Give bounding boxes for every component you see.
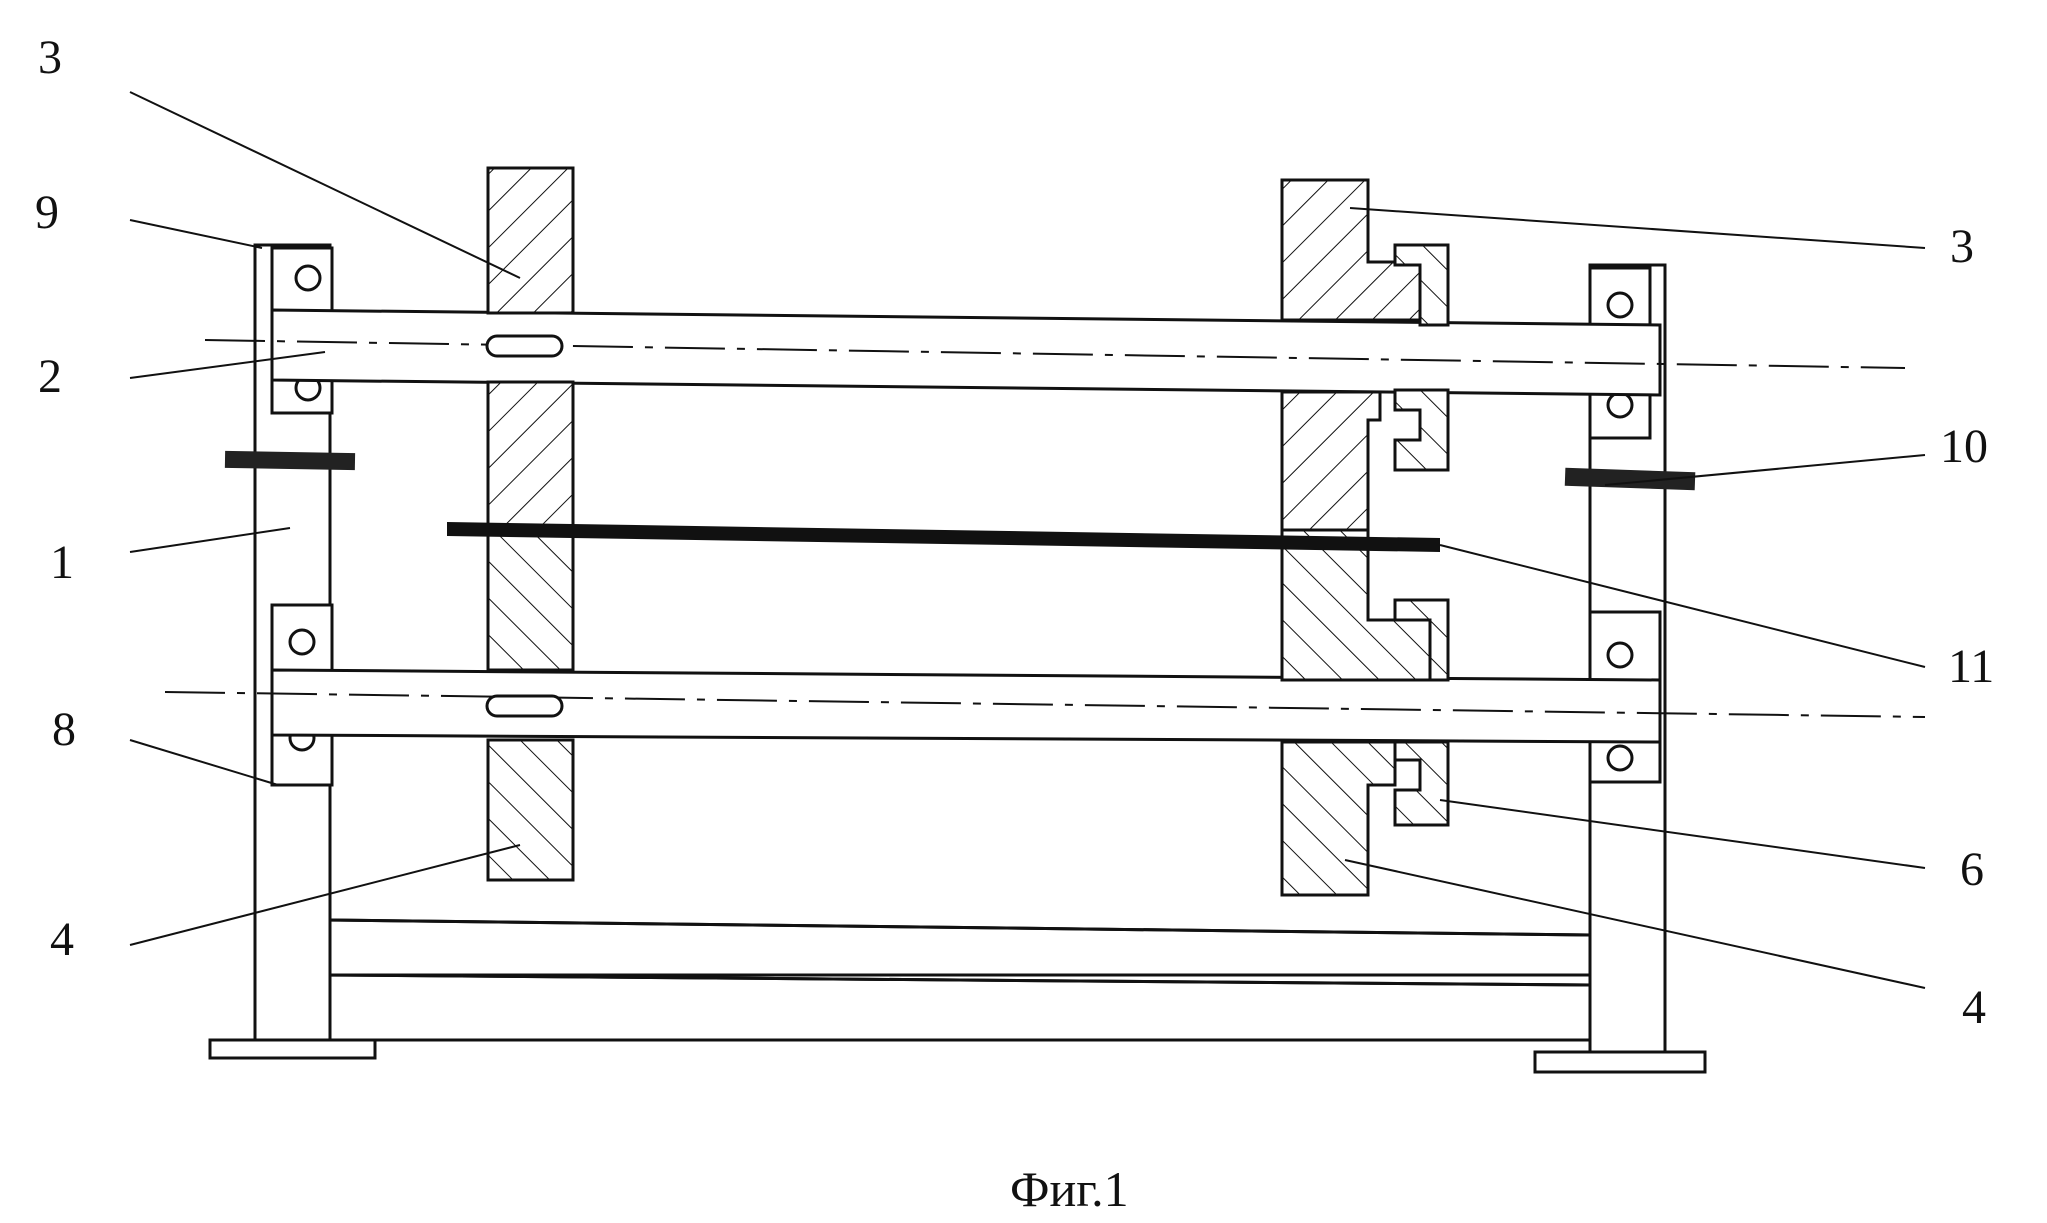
label-6: 6: [1960, 843, 1984, 896]
label-11: 11: [1948, 640, 1994, 693]
label-3-left: 3: [38, 31, 62, 84]
label-3-right: 3: [1950, 220, 1974, 273]
pins: [225, 451, 1695, 490]
label-9: 9: [35, 186, 59, 239]
label-4-right: 4: [1962, 981, 1986, 1034]
label-1: 1: [50, 536, 74, 589]
label-8: 8: [52, 703, 76, 756]
label-2: 2: [38, 350, 62, 403]
figure-caption: Фиг.1: [1010, 1161, 1129, 1217]
label-4-left: 4: [50, 913, 74, 966]
label-10: 10: [1940, 420, 1988, 473]
